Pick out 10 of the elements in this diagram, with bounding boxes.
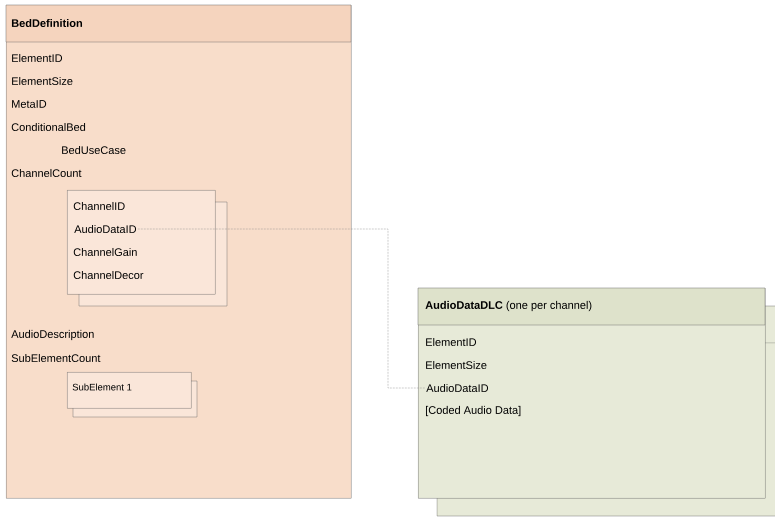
field-label: BedUseCase xyxy=(62,146,126,154)
field-label: ElementID xyxy=(12,54,62,62)
field-label: ConditionalBed xyxy=(12,122,86,132)
field-label: AudioDescription xyxy=(11,330,94,340)
field-label: ChannelCount xyxy=(12,168,82,178)
connector xyxy=(138,228,426,388)
field-label: MetaID xyxy=(12,100,46,108)
field-label: SubElementCount xyxy=(12,354,100,362)
class-title: BedDefinition xyxy=(12,18,82,28)
field-label: ElementSize xyxy=(12,76,72,86)
